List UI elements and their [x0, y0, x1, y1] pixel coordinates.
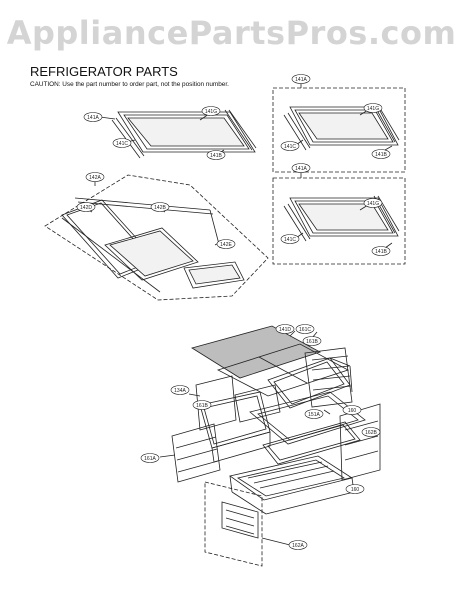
glass-shelf-assembly-3	[272, 172, 406, 265]
svg-text:141D: 141D	[279, 327, 291, 333]
svg-text:141A: 141A	[295, 166, 307, 172]
svg-text:161C: 161C	[299, 327, 311, 333]
svg-text:141C: 141C	[284, 237, 296, 243]
callout-141a-2: 141A	[291, 74, 311, 84]
svg-text:141G: 141G	[205, 109, 217, 115]
svg-text:141B: 141B	[375, 152, 387, 158]
callout-141b-2: 141B	[371, 149, 391, 159]
glass-shelf-assembly-2	[272, 83, 406, 173]
callout-134a: 134A	[170, 385, 190, 395]
callout-161a: 161A	[140, 453, 160, 463]
callout-142a: 142A	[85, 172, 105, 182]
svg-text:141B: 141B	[375, 249, 387, 255]
svg-text:141B: 141B	[210, 153, 222, 159]
callout-162a: 162A	[288, 540, 308, 550]
svg-text:141C: 141C	[284, 144, 296, 150]
split-shelf-assembly	[44, 174, 269, 301]
callout-141c-2: 141C	[280, 141, 300, 151]
callout-142b: 142B	[150, 202, 170, 212]
callout-141b-1: 141B	[206, 150, 226, 160]
callout-141a-3: 141A	[291, 163, 311, 173]
callout-141g-2: 141G	[363, 103, 383, 113]
callout-141d: 141D	[275, 324, 295, 334]
svg-text:162B: 162B	[365, 430, 377, 436]
callout-142e: 142E	[216, 239, 236, 249]
callout-161b-bin: 161B	[192, 400, 212, 410]
svg-text:141C: 141C	[116, 141, 128, 147]
svg-text:141A: 141A	[87, 115, 99, 121]
svg-text:160: 160	[351, 487, 360, 493]
drawer-assembly	[159, 325, 381, 567]
callout-141g-3: 141G	[363, 198, 383, 208]
svg-text:141A: 141A	[295, 77, 307, 83]
callout-141c-1: 141C	[112, 138, 132, 148]
svg-text:161A: 161A	[144, 456, 156, 462]
callout-141a-1: 141A	[83, 112, 103, 122]
svg-text:142A: 142A	[89, 175, 101, 181]
page-title: REFRIGERATOR PARTS	[30, 64, 178, 79]
svg-text:151A: 151A	[308, 412, 320, 418]
callout-141g-1: 141G	[201, 106, 221, 116]
callout-160-lower: 160	[345, 484, 365, 494]
svg-text:160: 160	[348, 408, 357, 414]
svg-text:134A: 134A	[174, 388, 186, 394]
callout-141c-3: 141C	[280, 234, 300, 244]
watermark-logo: AppliancePartsPros.com	[6, 14, 457, 52]
svg-text:141G: 141G	[367, 106, 379, 112]
callout-160-upper: 160	[342, 405, 362, 415]
svg-text:142E: 142E	[220, 242, 232, 248]
svg-text:142B: 142B	[154, 205, 166, 211]
caution-note: CAUTION: Use the part number to order pa…	[30, 81, 229, 88]
callout-151a: 151A	[304, 409, 324, 419]
callout-labels: 141A 141G 141C 141B 141A 141G	[76, 74, 391, 550]
callout-161c: 161C	[295, 324, 315, 334]
callout-141b-3: 141B	[371, 246, 391, 256]
glass-shelf-assembly-1	[99, 109, 257, 159]
callout-162b: 162B	[361, 427, 381, 437]
svg-text:142D: 142D	[80, 205, 92, 211]
svg-text:162A: 162A	[292, 543, 304, 549]
callout-161b-top: 161B	[302, 336, 322, 346]
callout-142d: 142D	[76, 202, 96, 212]
svg-text:161B: 161B	[306, 339, 318, 345]
svg-text:141G: 141G	[367, 201, 379, 207]
svg-text:161B: 161B	[196, 403, 208, 409]
